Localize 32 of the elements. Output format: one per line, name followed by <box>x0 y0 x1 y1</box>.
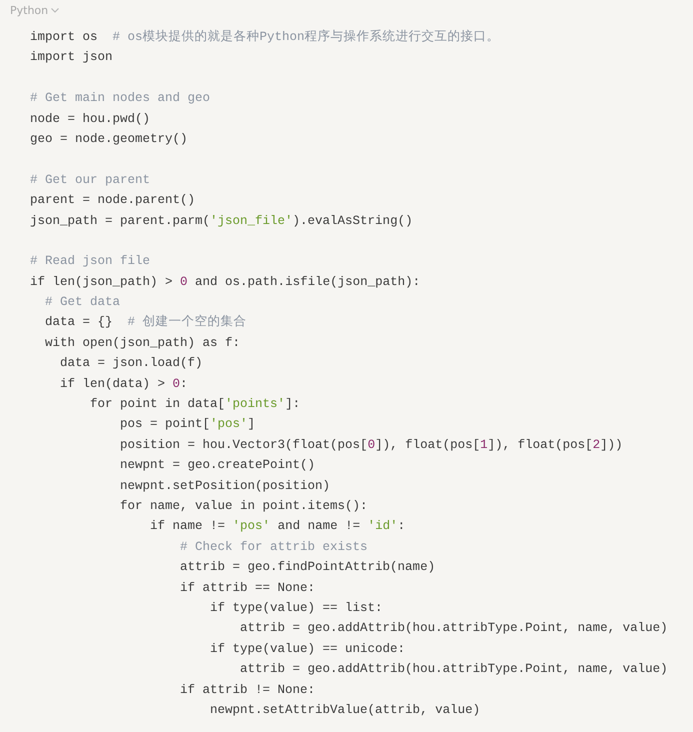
code-line: data = json.load(f) <box>59 355 203 372</box>
code-line: newpnt.setAttribValue(attrib, value) <box>209 702 480 719</box>
code-line: attrib = geo.findPointAttrib(name) <box>179 559 436 576</box>
code-line: for point in data['points']: <box>89 396 300 414</box>
code-line: if attrib == None: <box>179 580 316 597</box>
code-comment: # Get main nodes and geo <box>30 90 210 108</box>
code-line: newpnt = geo.createPoint() <box>119 457 316 474</box>
code-line: attrib = geo.addAttrib(hou.attribType.Point, name, value) <box>239 661 668 678</box>
code-line: attrib = geo.addAttrib(hou.attribType.Point, name, value) <box>239 620 668 638</box>
code-line: if len(data) > 0: <box>59 376 188 393</box>
code-line: if name != 'pos' and name != 'id': <box>149 518 406 536</box>
code-line: position = hou.Vector3(float(pos[0]), float(pos[1]), float(pos[2])) <box>119 436 623 454</box>
code-comment: # Read json file <box>30 253 150 270</box>
code-line: if type(value) == list: <box>209 600 383 617</box>
language-label: Python <box>10 4 48 17</box>
code-line: parent = node.parent() <box>30 192 196 210</box>
code-line: node = hou.pwd() <box>30 110 150 128</box>
code-comment: # Check for attrib exists <box>179 538 368 556</box>
code-line: if type(value) == unicode: <box>209 640 406 658</box>
code-line: if attrib != None: <box>179 682 316 698</box>
code-line: if len(json_path) > 0 and os.path.isfile(json_path): <box>30 274 420 291</box>
code-line: import json <box>30 49 113 66</box>
code-line: newpnt.setPosition(position) <box>119 478 330 495</box>
code-line: with open(json_path) as f: <box>44 334 240 352</box>
code-line: geo = node.geometry() <box>30 130 188 148</box>
code-line: for name, value in point.items(): <box>119 498 368 515</box>
code-comment: # Get our parent <box>30 172 150 189</box>
code-comment: # Get data <box>44 294 120 312</box>
code-line: json_path = parent.parm('json_file').evalAsString() <box>30 212 413 230</box>
code-line: pos = point['pos'] <box>119 416 256 434</box>
code-line: import os # os模块提供的就是各种Python程序与操作系统进行交互的接口。 <box>30 28 500 46</box>
code-line: data = {} # 创建一个空的集合 <box>44 314 247 332</box>
